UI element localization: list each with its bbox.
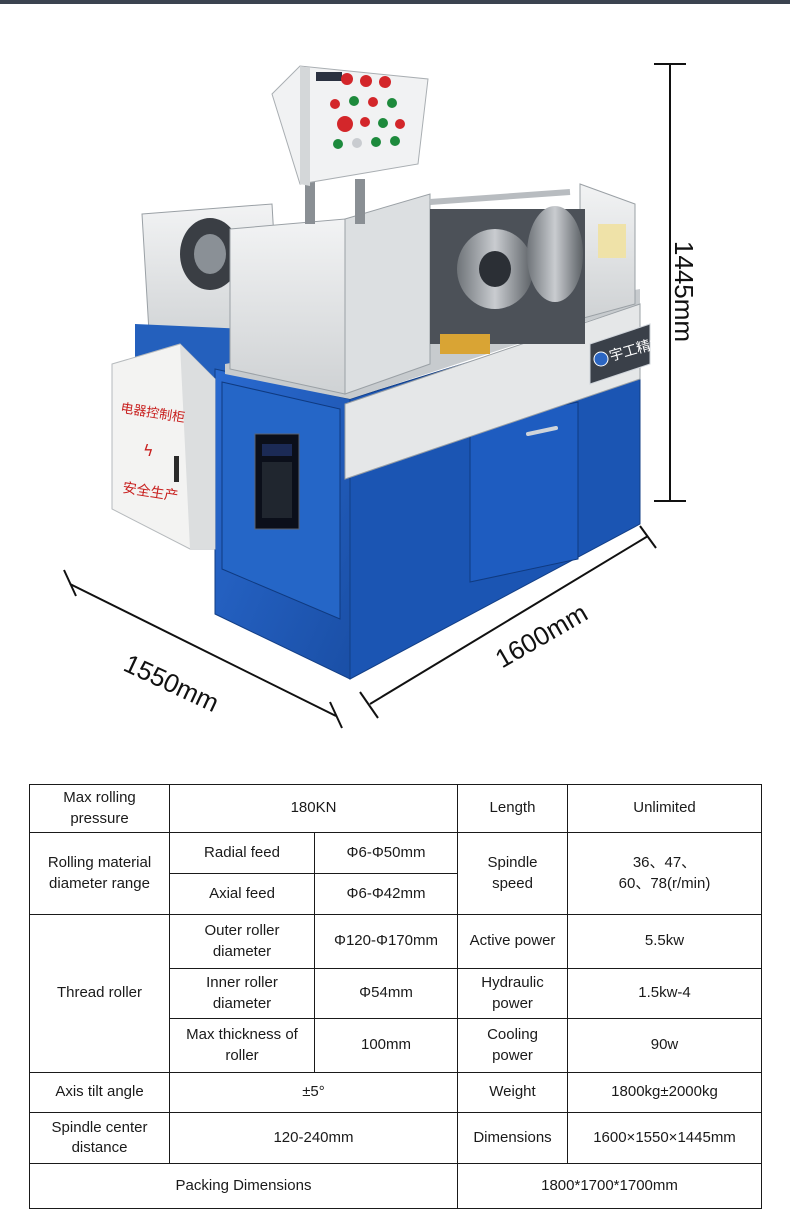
spec-value-length: Unlimited: [567, 784, 762, 833]
spec-label-packing-dimensions: Packing Dimensions: [29, 1163, 458, 1209]
table-row: Max rolling pressure 180KN Length Unlimi…: [29, 784, 762, 833]
spec-label-outer-roller-diameter: Outer roller diameter: [169, 914, 315, 969]
control-panel-box: [271, 65, 429, 224]
spec-label-hydraulic-power: Hydraulic power: [457, 968, 568, 1019]
grey-upper-body: [225, 183, 641, 480]
spec-value-axis-tilt-angle: ±5°: [169, 1072, 458, 1113]
spec-label-max-rolling-pressure: Max rolling pressure: [29, 784, 170, 833]
spec-label-thread-roller: Thread roller: [29, 914, 170, 1073]
table-row: Thread roller Outer roller diameter Φ120…: [29, 914, 762, 1073]
spec-value-radial-feed: Φ6-Φ50mm: [314, 832, 458, 874]
spec-value-active-power: 5.5kw: [567, 914, 762, 969]
door-handle: [526, 426, 558, 436]
table-row: Packing Dimensions 1800*1700*1700mm: [29, 1163, 762, 1209]
spec-value-packing-dimensions: 1800*1700*1700mm: [457, 1163, 762, 1209]
spec-label-dimensions: Dimensions: [457, 1112, 568, 1164]
spec-value-hydraulic-power: 1.5kw-4: [567, 968, 762, 1019]
spec-label-spindle-speed: Spindle speed: [457, 832, 568, 915]
table-row: Axial feed Φ6-Φ42mm: [30, 873, 762, 915]
spec-value-max-thickness-of-roller: 100mm: [314, 1018, 458, 1073]
spec-label-length: Length: [457, 784, 568, 833]
dimension-lines: [63, 63, 686, 729]
spec-label-spindle-center-distance: Spindle center distance: [29, 1112, 170, 1164]
spec-label-active-power: Active power: [457, 914, 568, 969]
table-row: Rolling material diameter range Radial f…: [29, 832, 762, 915]
spec-value-outer-roller-diameter: Φ120-Φ170mm: [314, 914, 458, 969]
spec-label-rolling-material-diameter: Rolling material diameter range: [29, 832, 170, 915]
top-border-bar: [0, 0, 790, 4]
spec-value-dimensions: 1600×1550×1445mm: [567, 1112, 762, 1164]
electrical-cabinet: 电器控制柜 ϟ 安全生产: [111, 343, 216, 550]
dimension-height-label: 1445mm: [669, 240, 700, 343]
spec-label-max-thickness-of-roller: Max thickness of roller: [169, 1018, 315, 1073]
spec-value-weight: 1800kg±2000kg: [567, 1072, 762, 1113]
table-row: Spindle center distance 120-240mm Dimens…: [29, 1112, 762, 1164]
spec-label-weight: Weight: [457, 1072, 568, 1113]
spec-value-inner-roller-diameter: Φ54mm: [314, 968, 458, 1019]
spec-label-cooling-power: Cooling power: [457, 1018, 568, 1073]
spec-value-cooling-power: 90w: [567, 1018, 762, 1073]
table-row: Max thickness of roller 100mm Cooling po…: [30, 1018, 762, 1073]
spec-table: Max rolling pressure 180KN Length Unlimi…: [29, 784, 762, 1209]
spec-label-radial-feed: Radial feed: [169, 832, 315, 874]
brand-plate: 宇工精机: [589, 323, 666, 385]
spec-label-axis-tilt-angle: Axis tilt angle: [29, 1072, 170, 1113]
spec-label-axial-feed: Axial feed: [169, 873, 315, 915]
spec-value-spindle-center-distance: 120-240mm: [169, 1112, 458, 1164]
spec-value-axial-feed: Φ6-Φ42mm: [314, 873, 458, 915]
spec-label-inner-roller-diameter: Inner roller diameter: [169, 968, 315, 1019]
machine-figure: 宇工精机 电器控: [0, 4, 790, 760]
cabinet-symbol: ϟ: [143, 441, 154, 460]
table-row: Axis tilt angle ±5° Weight 1800kg±2000kg: [29, 1072, 762, 1113]
spec-value-spindle-speed: 36、47、 60、78(r/min): [567, 832, 762, 915]
thread-rolling-machine-illustration: 宇工精机 电器控: [63, 63, 686, 729]
spec-value-max-rolling-pressure: 180KN: [169, 784, 458, 833]
